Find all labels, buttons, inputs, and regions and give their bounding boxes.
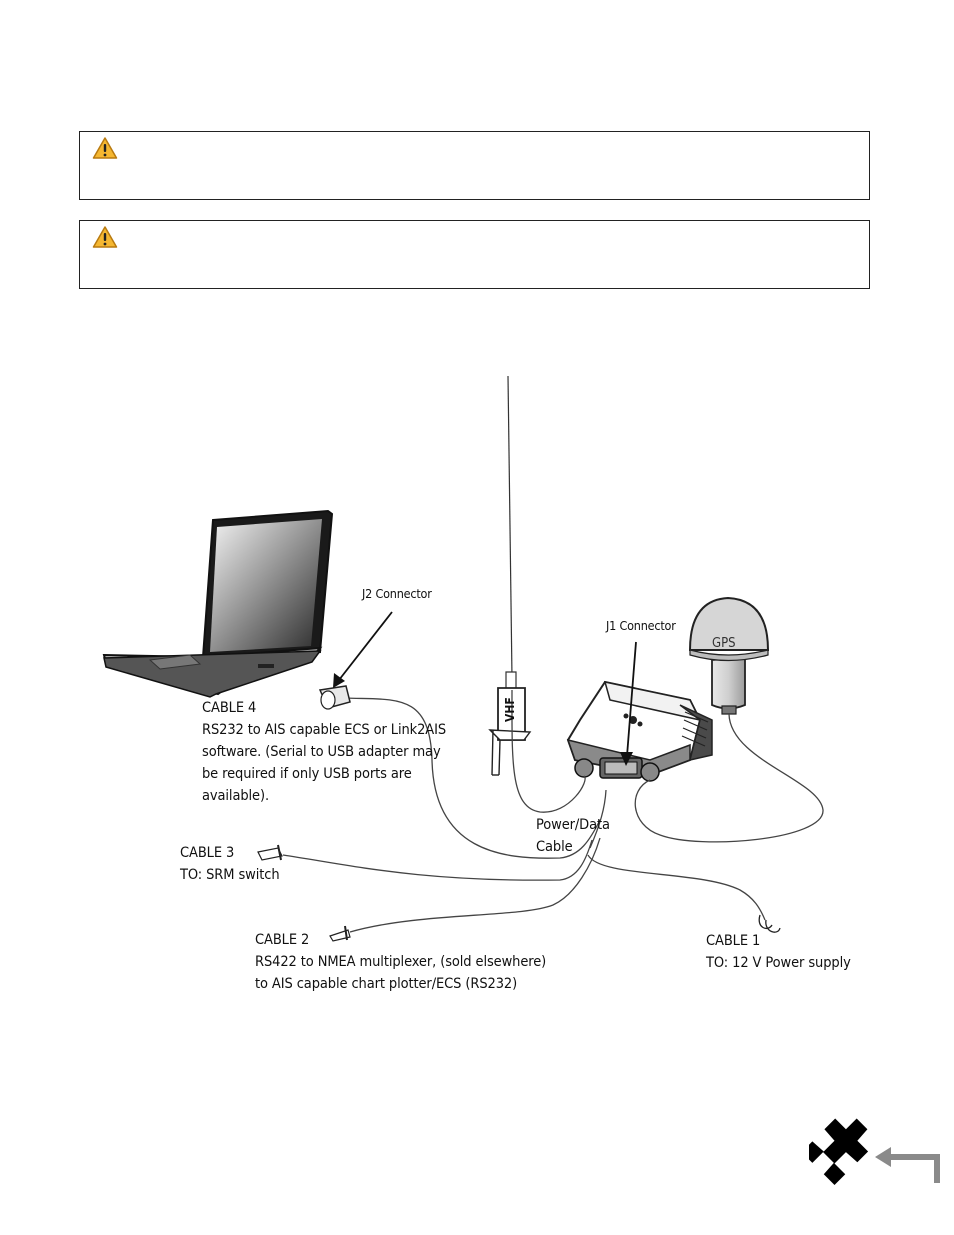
- cable4-line-2: software. (Serial to USB adapter may: [202, 744, 441, 760]
- cable1-label: CABLE 1 TO: 12 V Power supply: [706, 930, 851, 974]
- gps-label: GPS: [712, 636, 736, 651]
- cable4-line-1: RS232 to AIS capable ECS or Link2AIS: [202, 722, 447, 738]
- cable3-line-1: TO: SRM switch: [180, 867, 280, 883]
- brand-logo: [809, 1118, 940, 1186]
- cable1-title: CABLE 1: [706, 933, 761, 949]
- j2-connector-label: J2 Connector: [362, 586, 432, 601]
- cable2-line-2: to AIS capable chart plotter/ECS (RS232): [255, 976, 518, 992]
- ais-transponder-icon: [566, 680, 713, 782]
- vhf-label: VHF: [503, 697, 517, 722]
- cable4-line-4: available).: [202, 788, 270, 804]
- cables: [282, 689, 824, 933]
- cable2-title: CABLE 2: [255, 932, 310, 948]
- cable1-line-1: TO: 12 V Power supply: [706, 955, 851, 971]
- power-data-line-1: Power/Data: [536, 817, 610, 833]
- cable-ends: [257, 685, 781, 942]
- cable3-label: CABLE 3 TO: SRM switch: [180, 842, 280, 886]
- warning-box-1: [79, 131, 870, 200]
- cable3-title: CABLE 3: [180, 845, 235, 861]
- laptop-icon: [102, 509, 334, 698]
- gps-antenna-icon: [688, 596, 770, 715]
- cable4-title: CABLE 4: [202, 700, 257, 716]
- warning-box-2: [79, 220, 870, 289]
- j1-connector-label: J1 Connector: [606, 618, 676, 633]
- cable4-label: CABLE 4 RS232 to AIS capable ECS or Link…: [202, 697, 446, 807]
- cable4-line-3: be required if only USB ports are: [202, 766, 412, 782]
- cable2-line-1: RS422 to NMEA multiplexer, (sold elsewhe…: [255, 954, 547, 970]
- warning-icon: [92, 226, 118, 248]
- pointer-arrows: [333, 611, 637, 766]
- cable2-label: CABLE 2 RS422 to NMEA multiplexer, (sold…: [255, 929, 546, 995]
- power-data-line-2: Cable: [536, 839, 573, 855]
- warning-icon: [92, 137, 118, 159]
- power-data-label: Power/Data Cable: [536, 814, 610, 858]
